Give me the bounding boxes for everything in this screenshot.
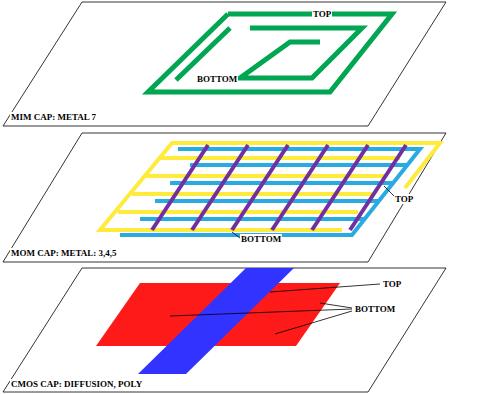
metal345-plane [3,133,446,262]
mom-yellow-fingers [100,143,440,230]
terminal-label: BOTTOM [354,304,396,314]
leader-line [232,232,240,238]
layer-title: MOM CAP: METAL: 3,4,5 [10,248,118,258]
terminal-label: BOTTOM [196,74,238,84]
terminal-label: TOP [312,9,332,19]
leader-line [270,284,380,292]
terminal-label: BOTTOM [240,234,282,244]
mim-serpentine [148,14,392,92]
leader-line [170,309,352,316]
poly-gate [138,268,294,374]
leader-line [384,186,394,196]
leader-line [275,311,352,334]
mom-purple-bars [152,145,406,230]
layer-title: MIM CAP: METAL 7 [10,112,97,122]
diffusion-poly-plane [3,268,446,392]
terminal-label: TOP [394,194,414,204]
metal7-plane [3,2,446,126]
leader-line [320,303,352,308]
terminal-label: TOP [382,279,402,289]
layer-title: CMOS CAP: DIFFUSION, POLY [10,379,143,389]
